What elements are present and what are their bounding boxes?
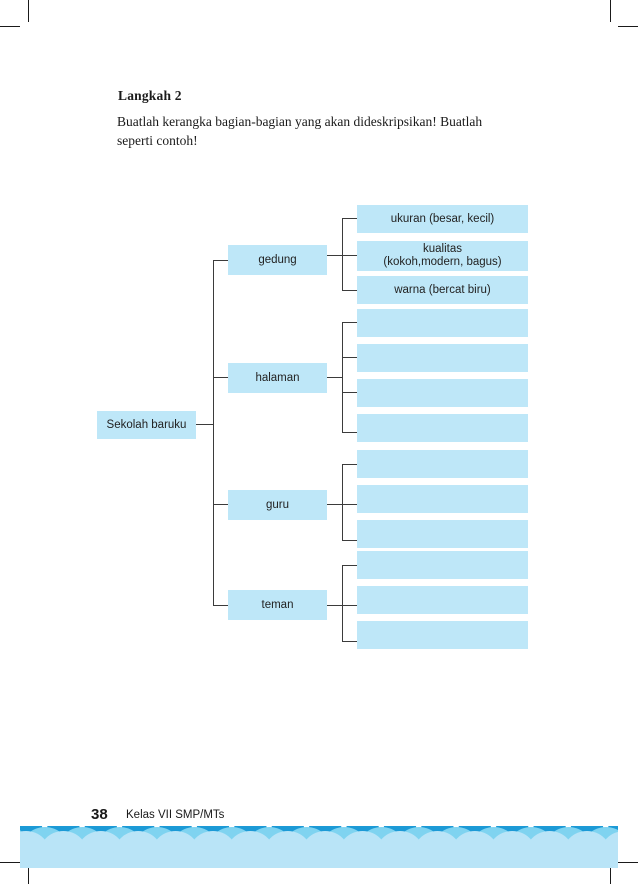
bracket-guru-spine <box>342 464 344 540</box>
bracket-guru-arm-3 <box>342 540 357 542</box>
node-leaf-halaman-3 <box>357 379 528 407</box>
crop-mark-bottom-left-horizontal <box>0 862 20 863</box>
step-heading: Langkah 2 <box>118 88 182 103</box>
leaf-text: warna (bercat biru) <box>394 283 491 296</box>
leaf-text-line-1: kualitas <box>423 243 462 255</box>
bracket-gedung-arm-1 <box>342 218 357 220</box>
instruction-paragraph: Buatlah kerangka bagian-bagian yang akan… <box>117 112 529 150</box>
node-leaf-gedung-2: kualitas (kokoh,modern, bagus) <box>357 241 528 271</box>
footer-class-label: Kelas VII SMP/MTs <box>126 809 225 821</box>
node-leaf-gedung-3: warna (bercat biru) <box>357 276 528 304</box>
bracket-halaman-arm-4 <box>342 432 357 434</box>
node-root: Sekolah baruku <box>97 411 196 439</box>
node-leaf-guru-2 <box>357 485 528 513</box>
bracket-guru-arm-1 <box>342 464 357 466</box>
bracket-halaman-spine <box>342 322 344 432</box>
bracket-halaman-arm-2 <box>342 357 357 359</box>
connector-root-stem <box>196 424 214 426</box>
node-leaf-teman-1 <box>357 551 528 579</box>
node-leaf-gedung-1: ukuran (besar, kecil) <box>357 205 528 233</box>
node-leaf-teman-2 <box>357 586 528 614</box>
bracket-guru-arm-2 <box>342 504 357 506</box>
crop-mark-top-right-horizontal <box>618 26 638 27</box>
instruction-line-2: seperti contoh! <box>117 133 198 148</box>
page-number: 38 <box>91 806 108 823</box>
connector-guru-stem <box>327 504 343 506</box>
bracket-halaman-arm-3 <box>342 392 357 394</box>
crop-mark-bottom-right-horizontal <box>618 862 638 863</box>
bracket-main-arm-gedung <box>213 260 228 262</box>
leaf-text-line-2: (kokoh,modern, bagus) <box>383 256 502 268</box>
node-branch-guru: guru <box>228 490 327 520</box>
node-branch-halaman: halaman <box>228 363 327 393</box>
crop-mark-bottom-left-vertical <box>28 862 29 884</box>
node-leaf-teman-3 <box>357 621 528 649</box>
bracket-main-spine <box>213 260 215 606</box>
connector-gedung-stem <box>327 255 343 257</box>
bracket-gedung-arm-3 <box>342 290 357 292</box>
connector-teman-stem <box>327 605 343 607</box>
crop-mark-top-left-vertical <box>28 0 29 22</box>
bracket-gedung-arm-2 <box>342 255 357 257</box>
bracket-halaman-arm-1 <box>342 322 357 324</box>
crop-mark-bottom-right-vertical <box>610 862 611 884</box>
node-leaf-guru-1 <box>357 450 528 478</box>
bracket-main-arm-halaman <box>213 377 228 379</box>
bracket-teman-spine <box>342 565 344 641</box>
crop-mark-top-left-horizontal <box>0 26 20 27</box>
node-leaf-halaman-1 <box>357 309 528 337</box>
bracket-teman-arm-3 <box>342 641 357 643</box>
node-branch-teman: teman <box>228 590 327 620</box>
instruction-line-1: Buatlah kerangka bagian-bagian yang akan… <box>117 114 483 129</box>
wave-circle-group <box>20 826 618 868</box>
bracket-teman-arm-1 <box>342 565 357 567</box>
bracket-main-arm-teman <box>213 605 228 607</box>
connector-halaman-stem <box>327 377 343 379</box>
bracket-teman-arm-2 <box>342 605 357 607</box>
leaf-text: ukuran (besar, kecil) <box>390 212 495 225</box>
bracket-gedung-spine <box>342 218 344 291</box>
decorative-wave-footer <box>20 826 618 868</box>
node-branch-gedung: gedung <box>228 245 327 275</box>
node-leaf-guru-3 <box>357 520 528 548</box>
node-leaf-halaman-2 <box>357 344 528 372</box>
crop-mark-top-right-vertical <box>610 0 611 22</box>
bracket-main-arm-guru <box>213 504 228 506</box>
node-leaf-halaman-4 <box>357 414 528 442</box>
